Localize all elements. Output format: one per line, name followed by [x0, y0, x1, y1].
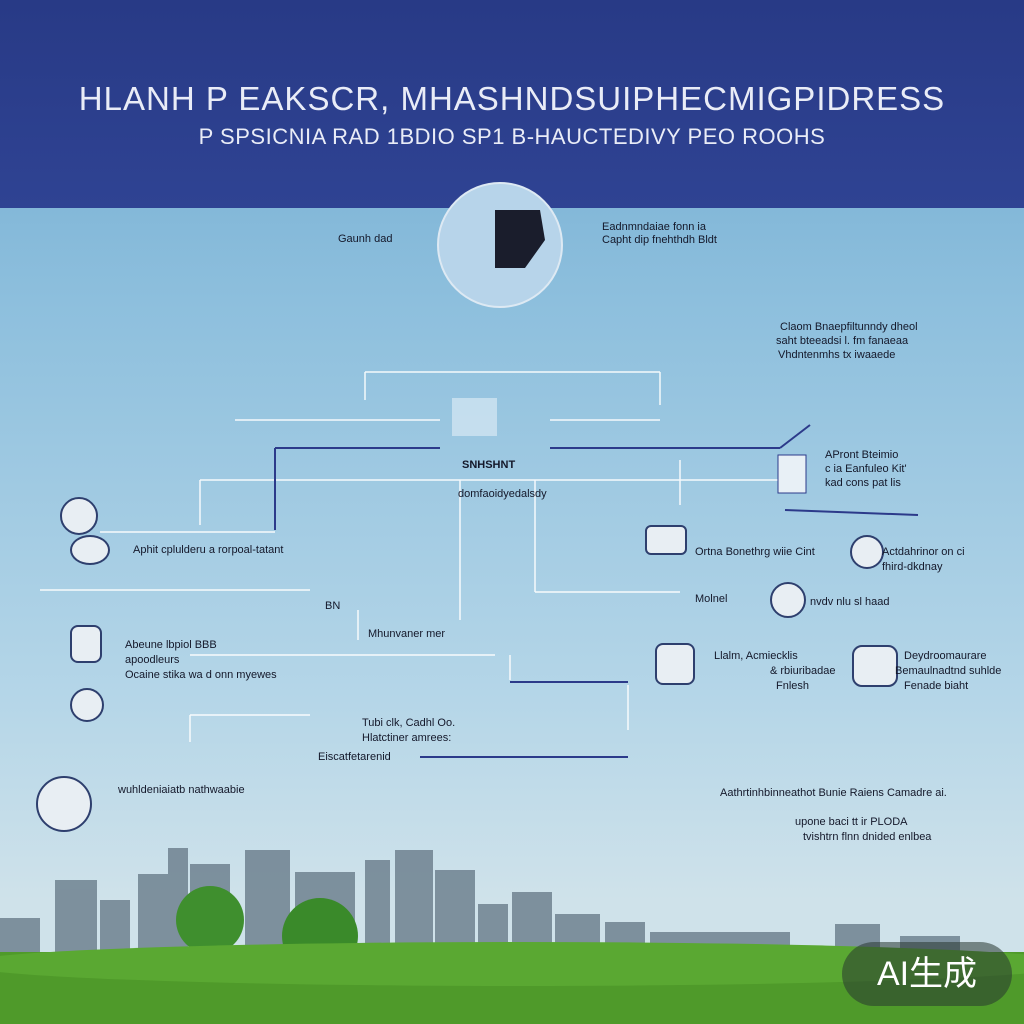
label-right-low-5: Bemaulnadtnd suhlde	[895, 665, 1002, 677]
person-icon	[852, 645, 898, 687]
tool-icon	[70, 625, 102, 663]
globe-icon	[850, 535, 884, 569]
document-icon	[655, 643, 695, 685]
label-right-low-2: & rbiuribadae	[770, 665, 836, 677]
label-right-mid-3: kad cons pat lis	[825, 477, 901, 489]
label-left-2-2: apoodleurs	[125, 654, 180, 666]
infographic-title: HLANH P EAKSCR, MHASHNDSUIPHECMIGPIDRESS	[78, 80, 946, 117]
label-center-bottom-1: Tubi clk, Cadhl Oo.	[362, 717, 456, 729]
label-center-bottom-3: Eiscatfetarenid	[318, 751, 391, 763]
label-center-bottom-2: Hlatctiner amrees:	[362, 732, 452, 744]
label-bottom-right-3: tvishtrn flnn dnided enlbea	[803, 831, 932, 843]
label-left-2-3: Ocaine stika wa d onn myewes	[125, 669, 277, 681]
label-right-block-1: Claom Bnaepfiltunndy dheol	[780, 321, 918, 333]
label-right-row-1: Ortna Bonethrg wiie Cint	[695, 546, 815, 558]
city-skyline	[0, 848, 1024, 1024]
face-icon	[770, 582, 806, 618]
chat-icon	[70, 535, 110, 565]
label-right-row-1b-2: fhird-dkdnay	[882, 561, 943, 573]
label-mid-right-2: nvdv nlu sl haad	[810, 596, 890, 608]
label-top-left: Gaunh dad	[338, 233, 393, 245]
seal-icon	[36, 776, 92, 832]
label-mid-small: BN	[325, 600, 341, 612]
label-bottom-left: wuhldeniaiatb nathwaabie	[118, 784, 245, 796]
label-right-row-1b-1: Actdahrinor on ci	[882, 546, 965, 558]
label-bottom-right-1: Aathrtinhbinneathot Bunie Raiens Camadre…	[720, 787, 947, 799]
label-right-low-6: Fenade biaht	[904, 680, 969, 692]
header-banner	[0, 0, 1024, 208]
target-icon	[60, 497, 98, 535]
ai-generated-badge: AI生成	[842, 942, 1012, 1006]
label-top-right-1: Eadnmndaiae fonn ia	[602, 221, 706, 233]
ring-icon	[70, 688, 104, 722]
label-center-low: Mhunvaner mer	[368, 628, 446, 640]
infographic-subtitle: P SPSICNIA RAD 1BDIO SP1 B-HAUCTEDIVY PE…	[198, 124, 826, 149]
label-right-block-2: saht bteeadsi l. fm fanaeaa	[776, 335, 909, 347]
label-left-1: Aphit cplulderu a rorpoal-tatant	[133, 544, 284, 556]
label-right-mid-2: c ia Eanfuleo Kit'	[825, 463, 907, 475]
hub-logo-icon	[495, 210, 545, 268]
label-top-right-2: Capht dip fnehthdh Bldt	[602, 234, 717, 246]
device-icon	[645, 525, 687, 555]
label-bottom-right-2: upone baci tt ir PLODA	[795, 816, 908, 828]
label-left-2-1: Abeune lbpiol BBB	[125, 639, 217, 651]
label-mid-right-1: Molnel	[695, 593, 728, 605]
label-right-low-4: Deydroomaurare	[904, 650, 987, 662]
label-right-low-3: Fnlesh	[776, 680, 810, 692]
center-sub: domfaoidyedalsdy	[458, 488, 547, 500]
label-right-mid-1: APront Bteimio	[825, 449, 899, 461]
label-right-block-3: Vhdntenmhs tx iwaaede	[778, 349, 896, 361]
center-head: SNHSHNT	[462, 459, 516, 471]
label-right-low-1: Llalm, Acmiecklis	[714, 650, 798, 662]
